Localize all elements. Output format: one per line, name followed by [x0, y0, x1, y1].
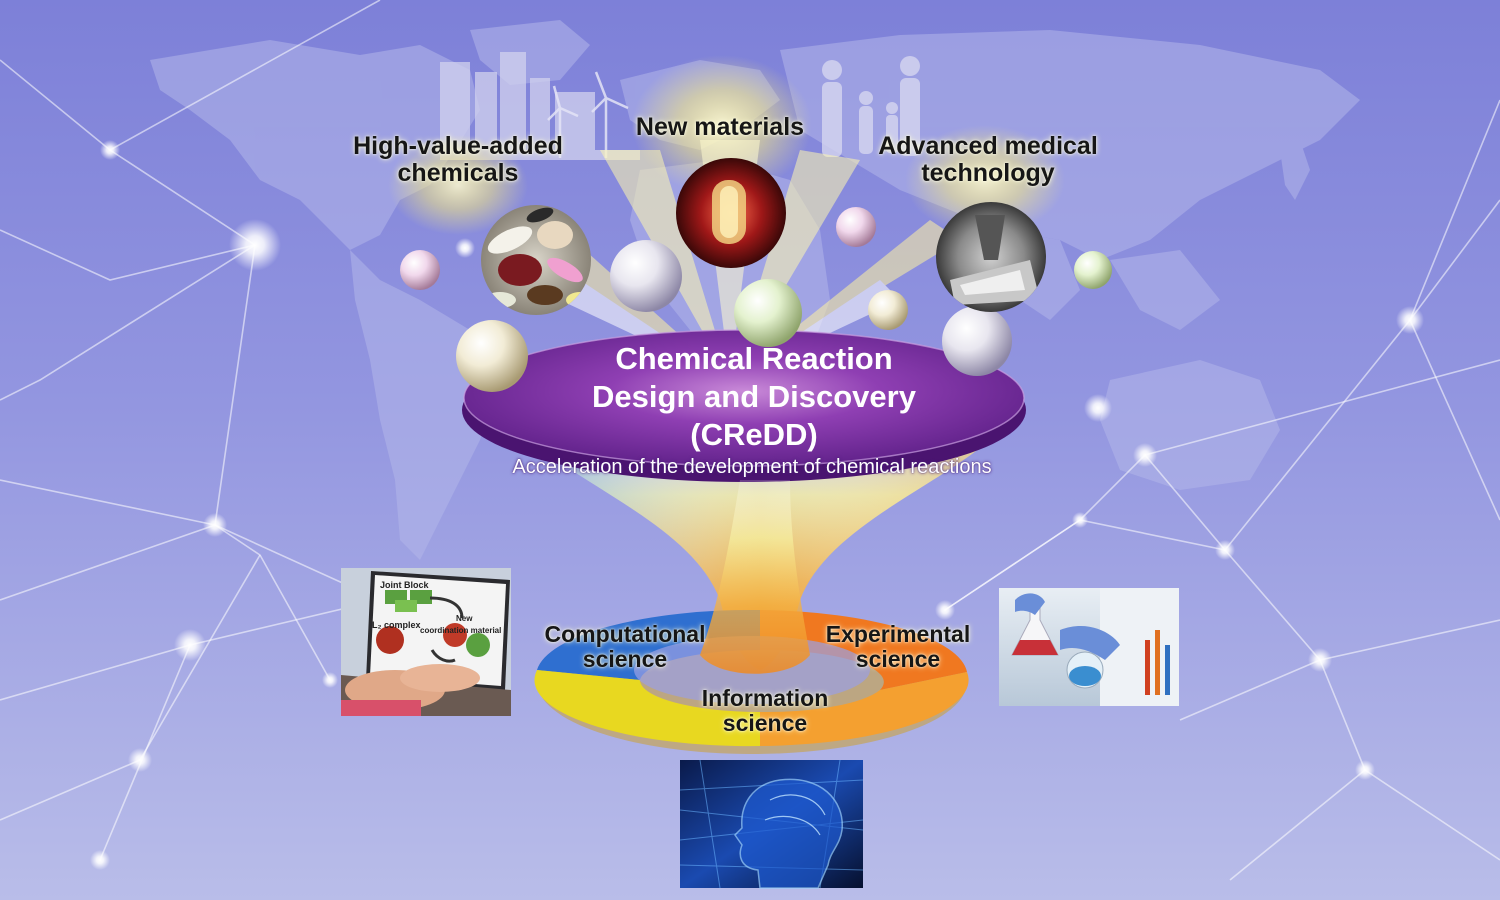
brain-photo — [679, 759, 864, 889]
network-nodes — [90, 140, 1424, 870]
wind-turbines — [547, 71, 629, 158]
material-photo — [676, 158, 786, 268]
lab-photo — [999, 588, 1179, 706]
center-title: Chemical Reaction Design and Discovery (… — [504, 340, 1004, 454]
label-high-value-line1: High-value-added — [353, 132, 563, 160]
center-title-line2: Design and Discovery — [592, 379, 916, 414]
center-title-line3: (CReDD) — [690, 417, 818, 452]
laptop-complex-label: L₂ complex — [372, 620, 421, 630]
laptop-joint-block-label: Joint Block — [380, 580, 429, 590]
label-glows — [388, 55, 1065, 235]
label-advanced-medical-line1: Advanced medical — [878, 132, 1098, 160]
label-information-line2: science — [722, 709, 808, 736]
label-information-line1: Information — [701, 685, 829, 711]
label-high-value-line2: chemicals — [397, 159, 519, 187]
label-advanced-medical-line2: technology — [921, 159, 1055, 187]
center-title-line1: Chemical Reaction — [615, 341, 893, 376]
label-computational-line2: science — [582, 645, 668, 672]
label-new-materials: New materials — [635, 113, 805, 141]
label-information-science: Information science — [680, 686, 850, 736]
city-skyline — [440, 52, 640, 160]
label-advanced-medical: Advanced medical technology — [852, 133, 1124, 187]
laptop-new-label: New — [456, 614, 473, 623]
science-ring — [534, 480, 969, 754]
label-computational-line1: Computational — [544, 621, 706, 647]
pearls — [400, 207, 1112, 392]
family-silhouette — [822, 56, 920, 157]
laptop-photo — [341, 568, 511, 716]
label-computational-science: Computational science — [525, 622, 725, 672]
label-high-value-chemicals: High-value-added chemicals — [330, 133, 586, 187]
creDD-disc — [462, 329, 1026, 482]
center-subtitle: Acceleration of the development of chemi… — [512, 456, 992, 478]
label-experimental-science: Experimental science — [805, 622, 991, 672]
laptop-coordination-label: coordination material — [420, 626, 502, 635]
medical-photo — [936, 202, 1046, 312]
label-experimental-line1: Experimental — [825, 621, 971, 647]
label-experimental-line2: science — [855, 645, 941, 672]
